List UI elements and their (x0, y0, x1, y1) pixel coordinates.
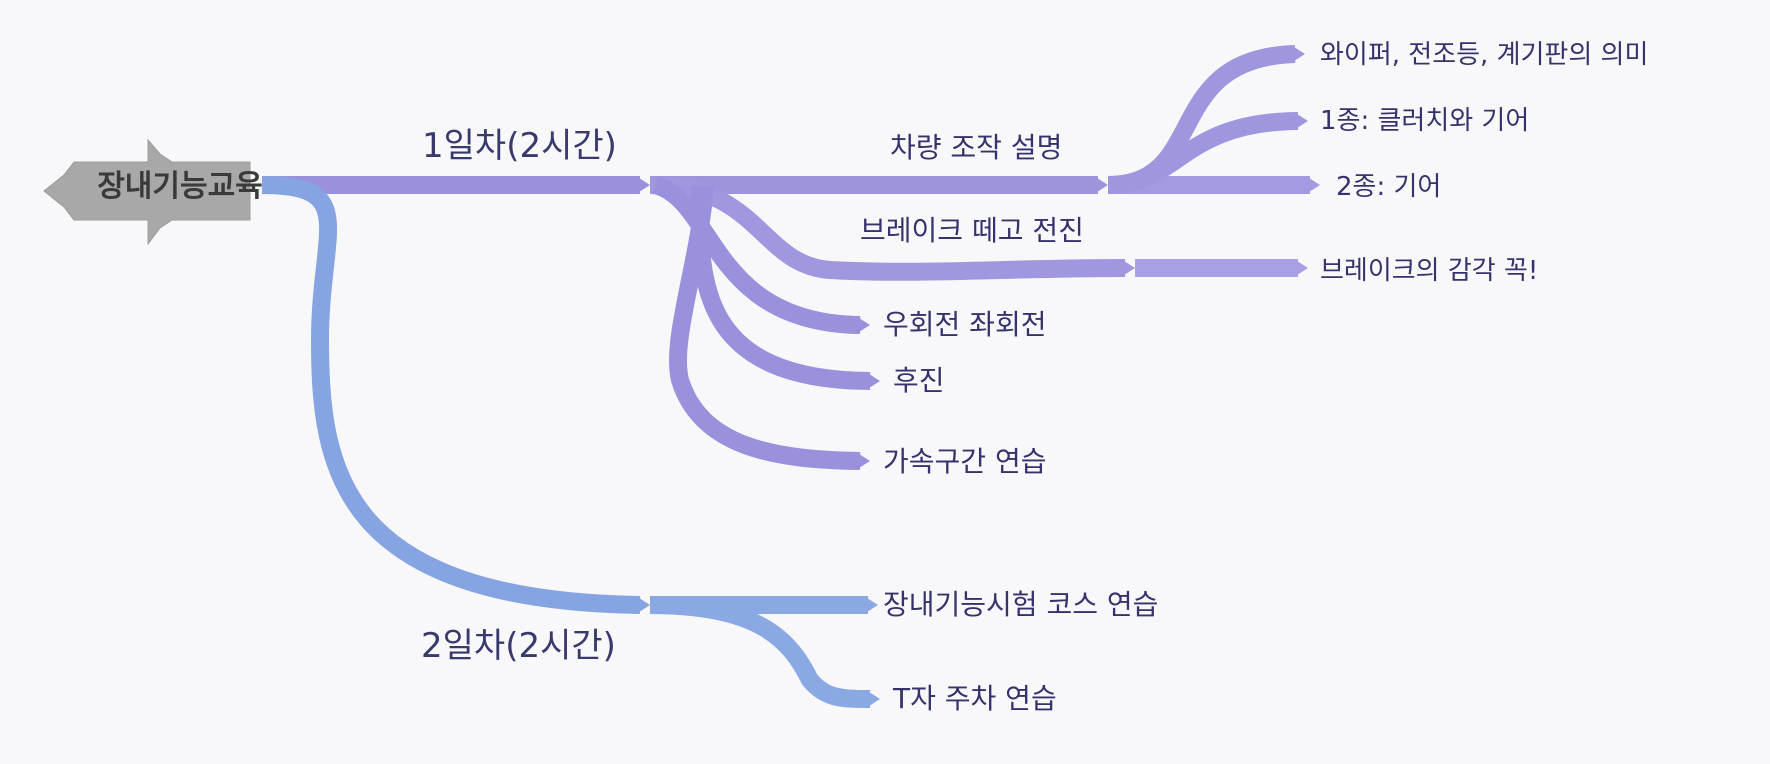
connector-arrow-controls (1094, 176, 1108, 194)
connector-arrow-class1 (1294, 112, 1308, 130)
root-node[interactable]: 장내기능교육 (30, 137, 270, 237)
subtopic-class2-gear[interactable]: 2종: 기어 (1336, 172, 1442, 202)
subtopic-brake-feel[interactable]: 브레이크의 감각 꼭! (1320, 256, 1539, 286)
connector-controls-wiper (1107, 45, 1296, 194)
connector-arrow-brake-feel (1294, 259, 1308, 277)
connector-day1-reverse (690, 184, 871, 390)
connector-arrow-reverse (866, 372, 880, 390)
topic-turns[interactable]: 우회전 좌회전 (883, 308, 1047, 341)
connector-arrow-class2 (1306, 176, 1320, 194)
connector-arrow-brake (1121, 259, 1135, 277)
topic-brake-forward[interactable]: 브레이크 떼고 전진 (860, 214, 1084, 247)
root-node-shape (43, 138, 251, 246)
connector-arrow-wiper (1291, 45, 1305, 63)
subtopic-wiper-headlight-dashboard[interactable]: 와이퍼, 전조등, 계기판의 의미 (1320, 40, 1649, 70)
branch-day1-label[interactable]: 1일차(2시간) (422, 126, 617, 166)
connector-arrow-turns (856, 316, 870, 334)
branch-day2-label[interactable]: 2일차(2시간) (421, 626, 616, 666)
connector-arrow-day2 (636, 596, 650, 614)
topic-acceleration-practice[interactable]: 가속구간 연습 (883, 445, 1047, 478)
connector-day1-brake (649, 176, 1126, 281)
connector-arrow-acceleration (856, 452, 870, 470)
subtopic-class1-clutch-gear[interactable]: 1종: 클러치와 기어 (1320, 106, 1530, 136)
topic-t-parking-practice[interactable]: T자 주차 연습 (893, 682, 1057, 715)
connector-root-day2 (261, 176, 641, 614)
topic-course-practice[interactable]: 장내기능시험 코스 연습 (883, 588, 1159, 621)
connector-day1-turns (652, 176, 861, 334)
connector-arrow-course (864, 596, 878, 614)
root-node-label: 장내기능교육 (97, 169, 263, 204)
connector-day1-acceleration (668, 184, 861, 470)
connector-day2-tparking (649, 596, 871, 708)
connector-arrow-day1 (636, 176, 650, 194)
connector-arrow-tparking (866, 690, 880, 708)
topic-vehicle-controls[interactable]: 차량 조작 설명 (890, 131, 1063, 164)
topic-reverse[interactable]: 후진 (893, 364, 945, 397)
